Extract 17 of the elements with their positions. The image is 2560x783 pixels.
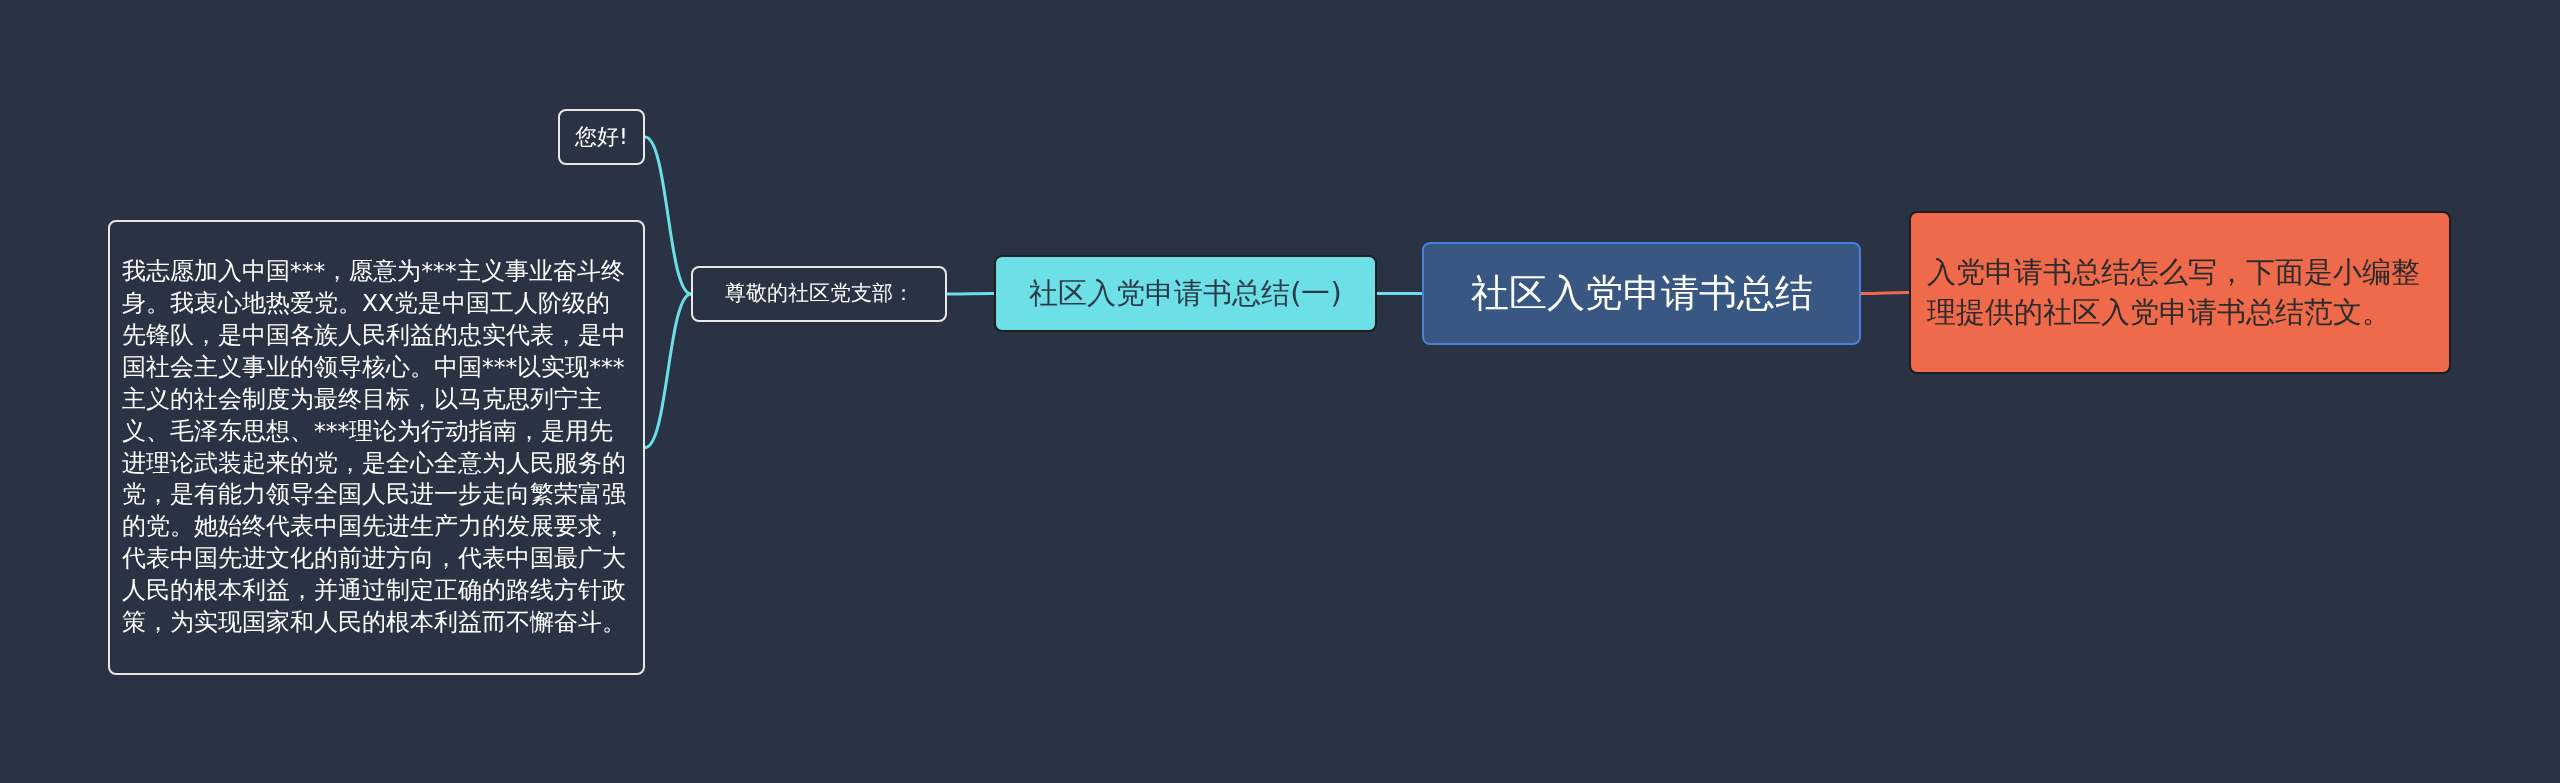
connector-line [644,292,692,449]
topic-box [994,255,1377,332]
node-text: 您好! [575,123,628,151]
node-text: 社区入党申请书总结(一) [1029,276,1342,311]
subtopic-box [691,266,947,322]
central-topic-box [1422,242,1861,345]
node-text: 尊敬的社区党支部： [724,281,914,307]
node-text: 入党申请书总结怎么写，下面是小编整理提供的社区入党申请书总结范文。 [1927,254,2421,331]
connector-line [1377,292,1422,295]
connector-line [947,292,994,296]
node-text: 社区入党申请书总结 [1470,270,1813,317]
connector-line [644,135,692,296]
connector-line [1861,291,1909,295]
node-text: 我志愿加入中国***，愿意为***主义事业奋斗终身。我衷心地热爱党。XX党是中国工人阶级的先锋队，是中国各族人民利益的忠实代表，是中国社会主义事业的领导核心。中国***以实现***主义的社会制度为最终目标，以马克思列宁主义、毛泽东思想、***理论为行动指南，是用先进理论武装起来的党，是全心全意为人民服务的党，是有能力领导全国人民进一步走向繁荣富强的党。她始终代表中国先进生产力的发展要求，代表中国先进文化的前进方向，代表中国最广大人民的根本利益，并通过制定正确的路线方针政策，为实现国家和人民的根本利益而不懈奋斗。 [122,255,627,639]
note-box [1909,211,2451,374]
subtopic-box [558,109,645,165]
text-box [108,220,645,675]
